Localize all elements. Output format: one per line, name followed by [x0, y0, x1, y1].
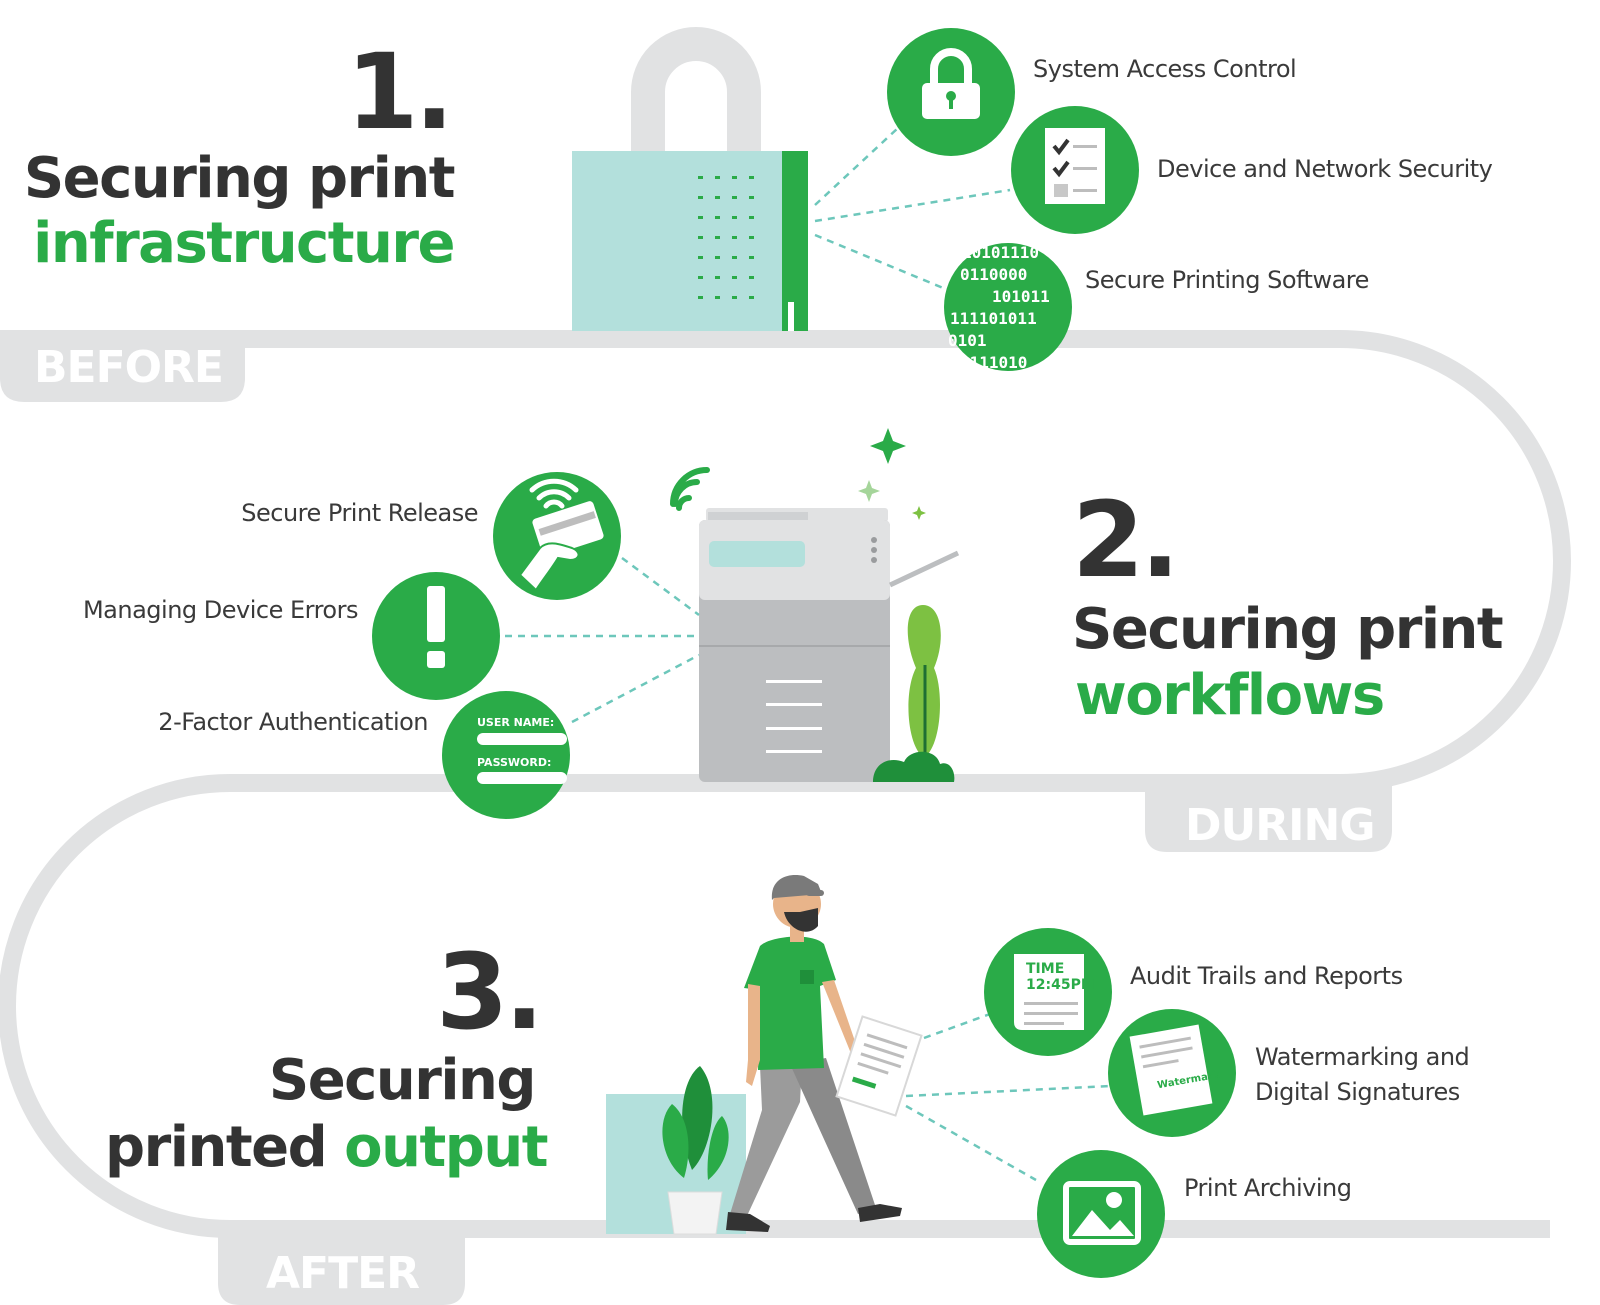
stage-label-before: BEFORE: [34, 342, 224, 393]
login-username-label: USER NAME:: [477, 716, 555, 729]
printer-illustration: [699, 508, 960, 782]
before-tab: [0, 330, 245, 402]
item-label-print-archiving: Print Archiving: [1184, 1174, 1352, 1202]
item-label-audit-trails: Audit Trails and Reports: [1130, 962, 1403, 990]
sparkles: [858, 428, 926, 520]
item-label-device-network-security: Device and Network Security: [1157, 155, 1493, 183]
item-label-secure-printing-software: Secure Printing Software: [1085, 266, 1369, 294]
padlock-icon: [887, 28, 1015, 156]
stage3-number: 3.: [436, 931, 544, 1053]
watermark-document-icon: [1108, 1009, 1236, 1137]
stage1-title-line2: infrastructure: [33, 211, 455, 276]
stage3-connectors: [905, 1012, 1111, 1182]
exclamation-icon: [372, 572, 500, 700]
stage1-connectors: [814, 127, 1011, 292]
stage-label-during: DURING: [1185, 800, 1375, 851]
item-label-2-factor-authentication: 2-Factor Authentication: [158, 708, 428, 736]
during-tab: [1145, 775, 1392, 852]
stage3-title-line1: Securing: [268, 1048, 537, 1113]
image-archive-icon: [1037, 1150, 1165, 1278]
card-tap-icon: [493, 472, 621, 600]
svg-text:0101: 0101: [948, 331, 987, 350]
stage-label-after: AFTER: [266, 1248, 420, 1299]
person-illustration: [726, 875, 902, 1232]
login-form-icon: [442, 691, 570, 819]
svg-text:111101011: 111101011: [950, 309, 1037, 328]
padlock-illustration: [572, 27, 808, 331]
svg-text:0111010: 0111010: [960, 353, 1027, 372]
stage2-connectors: [505, 556, 700, 724]
plant-box-illustration: [606, 1066, 746, 1235]
stage1-title-line1: Securing print: [23, 146, 456, 211]
report-time-word: TIME: [1026, 961, 1065, 977]
svg-text:101011: 101011: [992, 287, 1050, 306]
held-document-icon: [835, 1015, 923, 1117]
after-tab: [218, 1220, 465, 1305]
stage2-title-line2: workflows: [1075, 663, 1385, 728]
stage1-number: 1.: [346, 31, 454, 153]
plant-illustration: [873, 605, 955, 782]
wifi-signal-icon: [670, 467, 710, 511]
report-time-value: 12:45PM: [1026, 977, 1095, 993]
item-label-secure-print-release: Secure Print Release: [241, 499, 478, 527]
binary-code-icon: 10101110 0110000 101011 111101011 0101 0…: [944, 243, 1072, 372]
item-label-watermarking-line1: Watermarking and: [1255, 1043, 1470, 1071]
dot-grid: [698, 176, 754, 299]
item-label-watermarking-line2: Digital Signatures: [1255, 1078, 1460, 1106]
svg-text:10101110: 10101110: [962, 243, 1039, 262]
stage2-title-line1: Securing print: [1072, 597, 1504, 662]
item-label-system-access-control: System Access Control: [1033, 55, 1297, 83]
stage3-title-line2: printed output: [60, 1115, 548, 1180]
stage2-number: 2.: [1072, 479, 1180, 601]
stage3-title-word-printed: printed: [105, 1115, 328, 1180]
login-password-label: PASSWORD:: [477, 756, 552, 769]
checklist-icon: [1011, 106, 1139, 234]
svg-text:0110000: 0110000: [960, 265, 1027, 284]
item-label-managing-device-errors: Managing Device Errors: [82, 596, 359, 624]
stage3-title-word-output: output: [344, 1115, 548, 1180]
report-time-icon: [984, 928, 1112, 1056]
road-path: [0, 330, 1571, 1238]
